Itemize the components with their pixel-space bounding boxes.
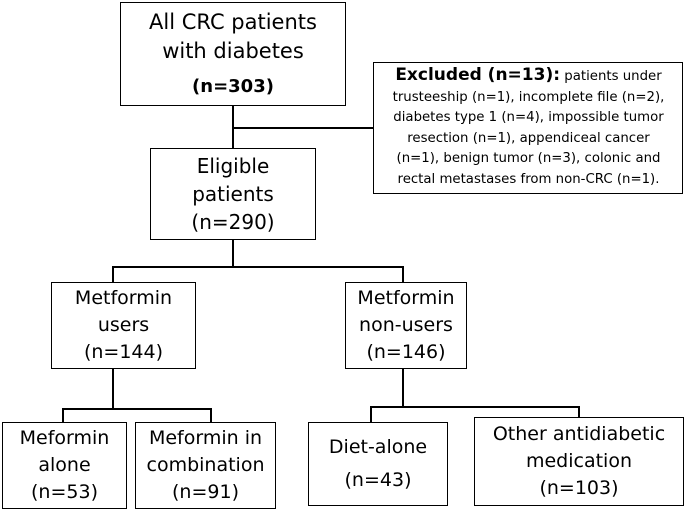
connector-level2-horizontal	[112, 266, 404, 268]
excluded-line5: (n=1), benign tumor (n=3), colonic and	[396, 151, 661, 166]
excluded-first-line: Excluded (n=13): patients under	[378, 65, 679, 88]
connector-to-diet-alone	[370, 406, 372, 422]
connector-to-other-antidiabetic	[578, 406, 580, 417]
metformin-non-users-line2: non-users	[359, 314, 453, 336]
excluded-line3: diabetes type 1 (n=4), impossible tumor	[393, 110, 664, 125]
meformin-combination-line1: Meformin in	[148, 427, 263, 449]
excluded-heading: Excluded (n=13):	[395, 65, 561, 85]
connector-to-meformin-alone	[62, 408, 64, 422]
other-antidiabetic-count: (n=103)	[539, 477, 619, 499]
diet-alone-count: (n=43)	[344, 469, 412, 491]
connector-non-users-horizontal	[370, 406, 580, 408]
eligible-count: (n=290)	[191, 210, 275, 234]
connector-to-metformin-non-users	[402, 266, 404, 282]
connector-to-meformin-combination	[210, 408, 212, 422]
root-line1: All CRC patients	[149, 9, 317, 34]
meformin-combination-count: (n=91)	[172, 481, 239, 503]
other-antidiabetic-box: Other antidiabetic medication (n=103)	[474, 417, 684, 506]
meformin-alone-box: Meformin alone (n=53)	[2, 422, 127, 509]
excluded-line4: resection (n=1), appendiceal cancer	[407, 130, 650, 146]
metformin-non-users-line1: Metformin	[357, 287, 455, 309]
excluded-box: Excluded (n=13): patients under trustees…	[373, 62, 683, 194]
connector-eligible-down	[232, 240, 234, 266]
meformin-alone-count: (n=53)	[31, 481, 98, 503]
meformin-combination-line2: combination	[146, 454, 265, 476]
eligible-patients-box: Eligible patients (n=290)	[150, 148, 316, 240]
meformin-alone-line1: Meformin	[19, 427, 110, 449]
metformin-users-line1: Metformin	[74, 287, 173, 309]
excluded-line2: trusteeship (n=1), incomplete file (n=2)…	[392, 89, 665, 105]
other-antidiabetic-line1: Other antidiabetic	[492, 423, 666, 445]
root-line2: with diabetes	[162, 38, 304, 63]
connector-users-horizontal	[62, 408, 212, 410]
diet-alone-box: Diet-alone (n=43)	[308, 422, 448, 506]
metformin-users-box: Metformin users (n=144)	[51, 282, 196, 369]
excluded-line6: rectal metastases from non-CRC (n=1).	[397, 171, 660, 187]
connector-users-down	[112, 369, 114, 409]
metformin-users-count: (n=144)	[83, 341, 164, 363]
diet-alone-line1: Diet-alone	[328, 436, 428, 458]
other-antidiabetic-line2: medication	[525, 450, 633, 472]
excluded-line1: patients under	[564, 69, 662, 84]
all-crc-patients-box: All CRC patients with diabetes (n=303)	[120, 2, 346, 106]
metformin-non-users-count: (n=146)	[366, 341, 446, 363]
connector-to-excluded	[232, 127, 373, 129]
eligible-line2: patients	[192, 182, 274, 206]
connector-to-metformin-users	[112, 266, 114, 282]
meformin-alone-line2: alone	[38, 454, 91, 476]
metformin-users-line2: users	[97, 314, 150, 336]
connector-non-users-down	[402, 369, 404, 407]
eligible-line1: Eligible	[196, 154, 270, 178]
metformin-non-users-box: Metformin non-users (n=146)	[345, 282, 467, 369]
meformin-combination-box: Meformin in combination (n=91)	[135, 422, 276, 509]
root-count: (n=303)	[192, 75, 274, 97]
